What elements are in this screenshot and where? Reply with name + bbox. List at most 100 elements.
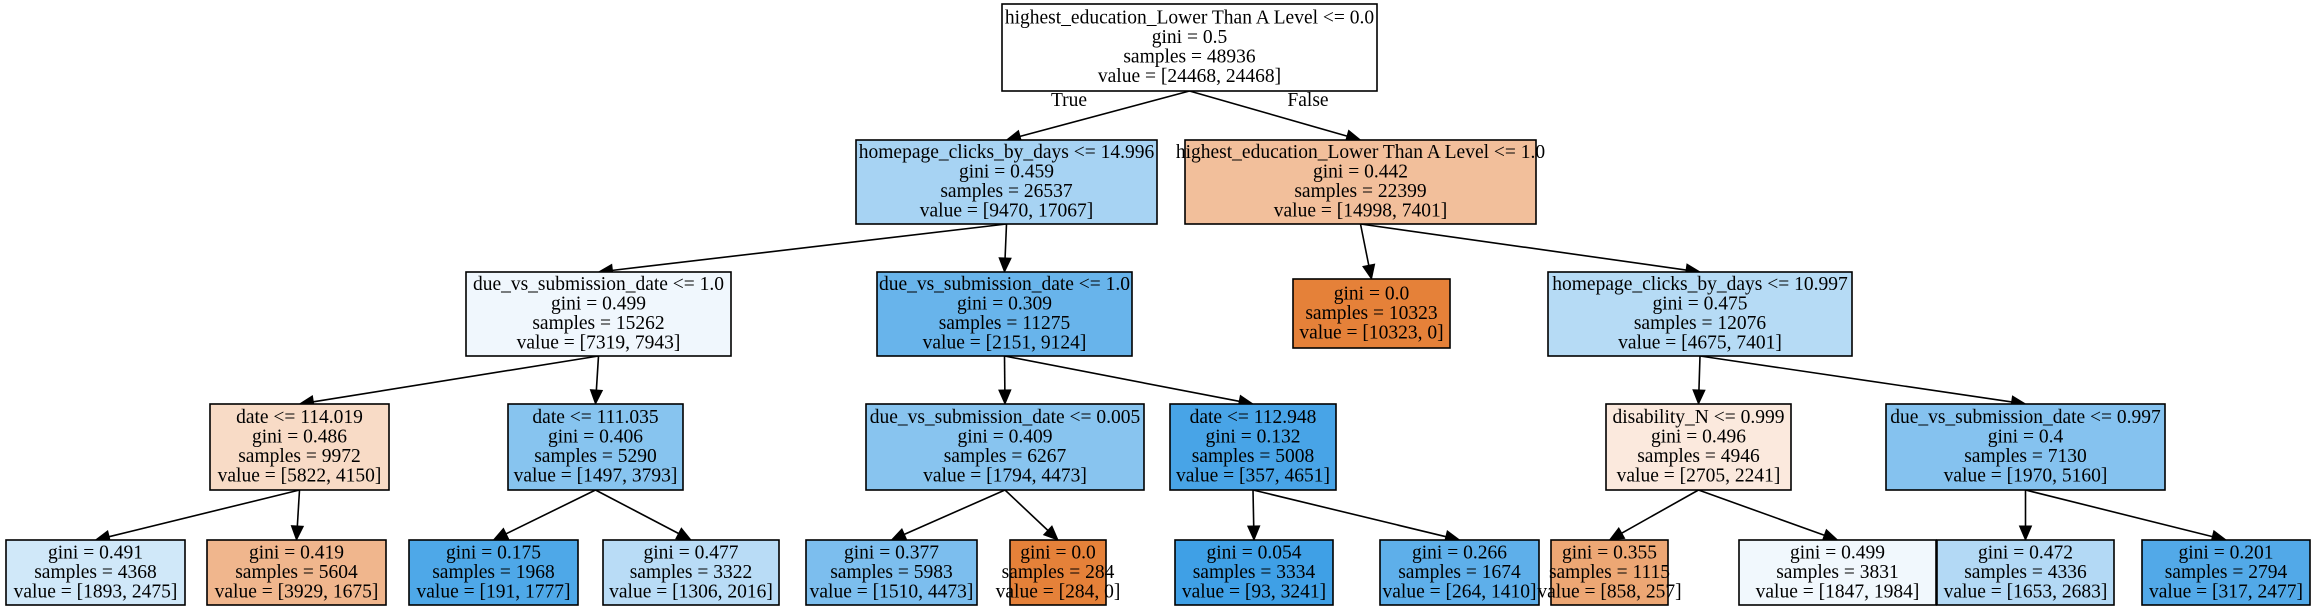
node-stat-line: samples = 15262 [532, 313, 664, 334]
node-box [602, 539, 780, 606]
node-stat-line: gini = 0.491 [48, 542, 143, 563]
node-split-rule: due_vs_submission_date <= 0.997 [1890, 407, 2161, 428]
edge-line [595, 489, 679, 535]
edge-line [505, 489, 596, 535]
node-split-rule: date <= 111.035 [532, 407, 658, 428]
node-stat-line: value = [191, 1777] [417, 581, 571, 602]
node-box [408, 539, 579, 606]
node-stat-line: gini = 0.406 [548, 427, 643, 448]
node-stat-line: gini = 0.175 [446, 542, 541, 563]
arrowhead-icon [1362, 263, 1376, 281]
edge-label: True [1051, 90, 1087, 111]
arrowhead-icon [1042, 525, 1059, 541]
node-stat-line: gini = 0.472 [1978, 542, 2073, 563]
node-stat-line: samples = 4368 [34, 562, 157, 583]
arrowhead-icon [492, 527, 510, 541]
node-stat-line: value = [317, 2477] [2149, 581, 2303, 602]
node-stat-line: gini = 0.054 [1207, 542, 1302, 563]
edge-line [1004, 223, 1008, 259]
node-stat-line: gini = 0.5 [1152, 27, 1227, 48]
node-stat-line: value = [1653, 2683] [1944, 581, 2108, 602]
node-stat-line: samples = 1115 [1549, 562, 1670, 583]
node-stat-line: value = [3929, 1675] [215, 581, 379, 602]
node-box [209, 403, 390, 491]
node-stat-line: gini = 0.201 [2179, 542, 2274, 563]
node-box [206, 539, 387, 606]
node-split-rule: due_vs_submission_date <= 1.0 [879, 274, 1130, 295]
edge-line [612, 223, 1007, 272]
node-stat-line: samples = 3322 [630, 562, 753, 583]
node-stat-line: value = [9470, 17067] [920, 201, 1093, 222]
tree-edge [2018, 490, 2033, 542]
node-stat-line: gini = 0.477 [644, 542, 739, 563]
node-stat-line: value = [858, 257] [1537, 581, 1681, 602]
node-stat-line: samples = 10323 [1305, 303, 1437, 324]
node-stat-line: value = [357, 4651] [1176, 466, 1330, 487]
arrowhead-icon [675, 527, 693, 541]
arrowhead-icon [1692, 389, 1706, 406]
node-stat-line: value = [1893, 2475] [14, 581, 178, 602]
node-stat-line: samples = 4946 [1637, 446, 1760, 467]
node-stat-line: value = [264, 1410] [1383, 581, 1537, 602]
edge-line [903, 489, 1006, 536]
node-box [1547, 271, 1853, 357]
node-stat-line: gini = 0.4 [1988, 427, 2064, 448]
node-box [1550, 539, 1669, 606]
tree-edge [589, 355, 604, 406]
edge-line [1359, 223, 1370, 266]
tree-edge [94, 489, 300, 544]
arrowhead-icon [2018, 525, 2033, 542]
node-stat-line: gini = 0.0 [1020, 542, 1095, 563]
tree-edge [1692, 355, 1706, 406]
node-box [876, 271, 1133, 357]
node-box [805, 539, 978, 606]
node-stat-line: samples = 9972 [238, 446, 361, 467]
node-split-rule: homepage_clicks_by_days <= 14.996 [859, 142, 1155, 163]
tree-edge [1608, 489, 1699, 541]
node-stat-line: gini = 0.409 [958, 427, 1053, 448]
arrowhead-icon [998, 389, 1012, 406]
node-stat-line: gini = 0.132 [1206, 427, 1301, 448]
node-split-rule: disability_N <= 0.999 [1612, 407, 1784, 428]
node-stat-line: gini = 0.496 [1651, 427, 1746, 448]
tree-edge [890, 489, 1006, 541]
tree-edge [1360, 223, 1702, 277]
edge-line [1360, 223, 1687, 271]
node-box [507, 403, 684, 491]
node-stat-line: samples = 284 [1002, 562, 1115, 583]
node-stat-line: gini = 0.309 [957, 294, 1052, 315]
node-split-rule: highest_education_Lower Than A Level <= … [1176, 142, 1545, 163]
edge-line [1189, 90, 1348, 137]
tree-edge [998, 355, 1012, 406]
edge-line [595, 355, 600, 391]
node-box [1605, 403, 1792, 491]
tree-edge [597, 223, 1007, 278]
node-stat-line: value = [2151, 9124] [923, 333, 1087, 354]
node-stat-line: value = [1970, 5160] [1944, 466, 2108, 487]
node-stat-line: samples = 26537 [940, 181, 1073, 202]
arrowhead-icon [1246, 525, 1261, 542]
node-stat-line: value = [2705, 2241] [1617, 466, 1781, 487]
edge-line [1698, 489, 1825, 537]
node-box [1009, 539, 1107, 606]
tree-edge [1004, 355, 1255, 408]
tree-edge [1699, 355, 2027, 409]
tree-edge [492, 489, 596, 541]
node-stat-line: samples = 3334 [1193, 562, 1316, 583]
tree-edge: True [1005, 90, 1190, 143]
node-box [865, 403, 1145, 491]
node-stat-line: value = [14998, 7401] [1274, 201, 1447, 222]
tree-edge [998, 223, 1012, 274]
node-stat-line: value = [1847, 1984] [1756, 581, 1920, 602]
tree-edge [1246, 489, 1261, 542]
node-stat-line: samples = 6267 [944, 446, 1067, 467]
